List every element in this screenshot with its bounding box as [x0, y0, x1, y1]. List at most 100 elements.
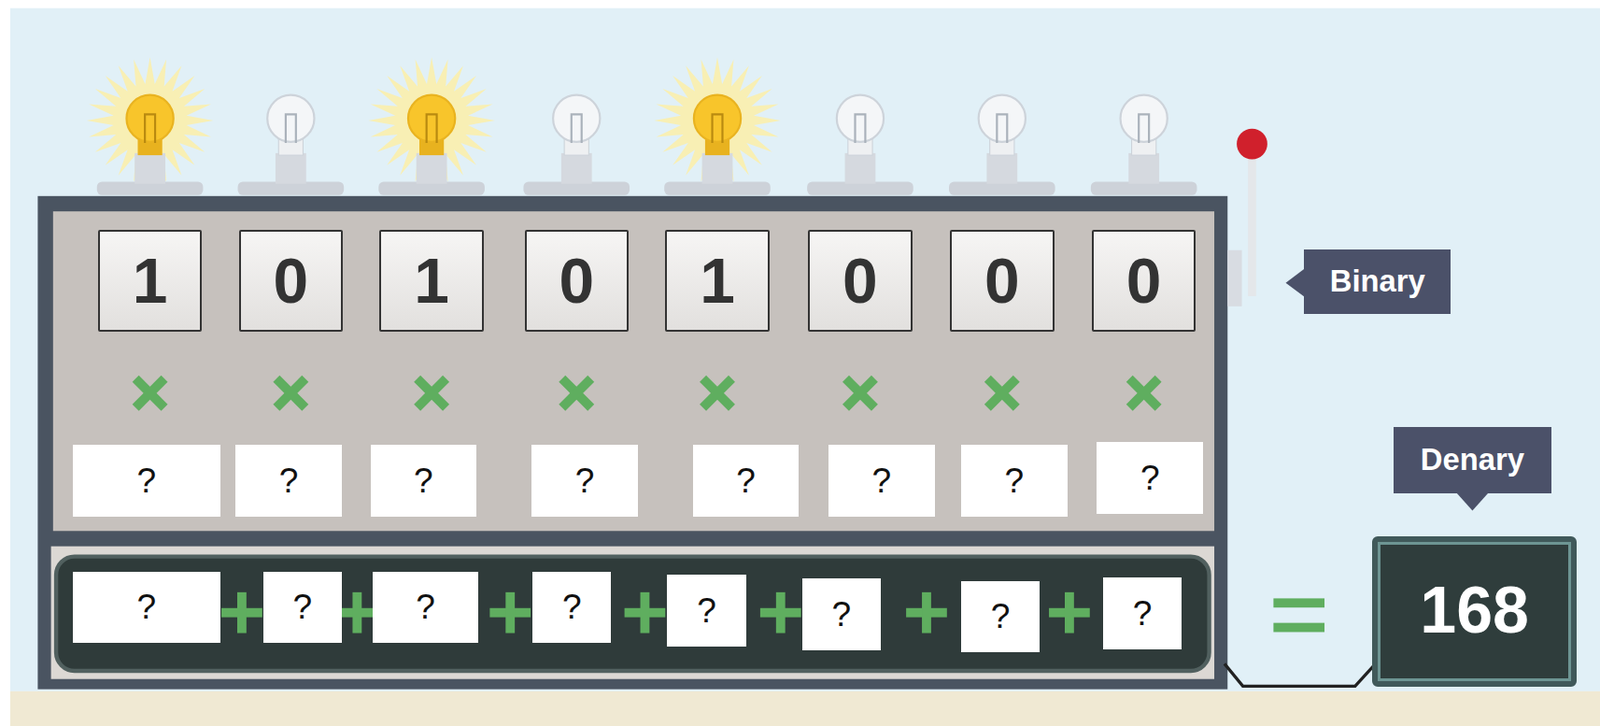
plus-sign [1048, 592, 1091, 634]
bulb-socket [702, 153, 734, 185]
bulb-glass [836, 95, 884, 142]
binary-digit: 0 [273, 249, 310, 313]
binary-digit: 1 [699, 249, 736, 313]
bulb-socket [1128, 153, 1160, 185]
bulb-filament [570, 113, 583, 143]
binary-digit: 1 [132, 249, 169, 313]
bulb-socket [275, 153, 307, 185]
plus-sign [624, 592, 666, 634]
answer-box: ? [1096, 441, 1204, 513]
callout-text: Binary [1330, 266, 1426, 298]
answer-box: ? [531, 444, 638, 516]
answer-box: ? [802, 578, 881, 650]
placeholder-mark: ? [562, 589, 582, 624]
bulb-filament [284, 113, 298, 143]
answer-box: ? [961, 580, 1040, 652]
lit-bulb [653, 56, 780, 196]
answer-box: ? [72, 571, 221, 643]
answer-box: ? [961, 444, 1068, 516]
plus-sign [337, 592, 379, 634]
unlit-bulb [1090, 95, 1198, 196]
binary-digit-box: 1 [379, 229, 483, 332]
placeholder-mark: ? [872, 463, 893, 498]
answer-box: ? [235, 444, 342, 516]
placeholder-mark: ? [696, 593, 717, 628]
answer-box: ? [263, 571, 342, 643]
binary-digit: 0 [984, 249, 1020, 313]
sky-background [10, 8, 1600, 692]
bulb-socket [845, 153, 877, 185]
answer-box: ? [532, 571, 611, 643]
multiply-sign [121, 364, 180, 423]
placeholder-mark: ? [415, 589, 436, 624]
bulb-filament [425, 113, 439, 143]
light-rays [368, 56, 495, 185]
bulb-glass [408, 95, 455, 142]
machine-housing [37, 196, 1228, 690]
binary-digit: 1 [413, 249, 450, 313]
lower-panel [51, 546, 1215, 680]
answer-box: ? [666, 574, 746, 646]
placeholder-mark: ? [279, 463, 299, 498]
binary-digit-box: 1 [98, 229, 202, 332]
denary-value: 168 [1419, 578, 1530, 644]
bulb-glass [978, 95, 1026, 142]
callout-label: Denary [1393, 426, 1551, 494]
plus-sign [760, 592, 802, 634]
placeholder-mark: ? [293, 589, 313, 624]
bulb-glass [126, 95, 173, 142]
unlit-bulb [238, 95, 345, 196]
wire [1224, 663, 1376, 686]
multiply-sign [831, 364, 890, 423]
unlit-bulb [523, 95, 630, 196]
bulb-filament [1137, 113, 1150, 143]
bulb-glass [1120, 95, 1168, 142]
callout-pointer [1455, 491, 1490, 511]
answer-box: ? [693, 444, 800, 516]
unlit-bulb [807, 95, 914, 196]
binary-digit: 0 [1126, 249, 1162, 313]
placeholder-mark: ? [575, 463, 595, 498]
plus-sign [221, 592, 263, 634]
light-rays [86, 56, 213, 185]
bulb-filament [143, 113, 156, 143]
upper-panel [53, 211, 1215, 531]
lit-bulb [368, 56, 495, 196]
answer-box: ? [72, 444, 221, 516]
lit-bulb [86, 56, 213, 196]
bulb-socket [986, 153, 1018, 185]
light-rays [653, 56, 780, 185]
multiply-sign [973, 364, 1032, 423]
answer-box: ? [1103, 577, 1182, 649]
placeholder-mark: ? [1140, 460, 1161, 496]
binary-digit-box: 1 [665, 229, 769, 332]
multiply-sign [1115, 364, 1174, 423]
answer-box: ? [828, 444, 935, 516]
binary-digit-box: 0 [949, 229, 1054, 332]
binary-digit-box: 0 [524, 229, 629, 332]
bulb-socket [561, 153, 593, 185]
bulb-glass [267, 95, 314, 142]
floor [10, 691, 1600, 726]
bulb-filament [995, 113, 1008, 143]
binary-digit: 0 [558, 249, 595, 313]
bulb-filament [853, 113, 866, 143]
bulb-filament [710, 113, 723, 143]
plus-sign [489, 592, 531, 634]
plus-sign [906, 592, 948, 634]
multiply-sign [688, 364, 747, 423]
callout-label: Binary [1303, 249, 1451, 315]
denary-display: 168 [1372, 536, 1576, 688]
placeholder-mark: ? [1132, 595, 1153, 631]
placeholder-mark: ? [136, 463, 156, 498]
callout-text: Denary [1420, 444, 1525, 476]
answer-box: ? [372, 571, 480, 643]
binary-digit-box: 0 [239, 229, 343, 332]
unlit-bulb [948, 95, 1056, 196]
sum-display-strip [56, 556, 1209, 671]
equals-sign [1273, 597, 1325, 632]
bulb-socket [134, 153, 166, 185]
placeholder-mark: ? [1005, 463, 1025, 498]
